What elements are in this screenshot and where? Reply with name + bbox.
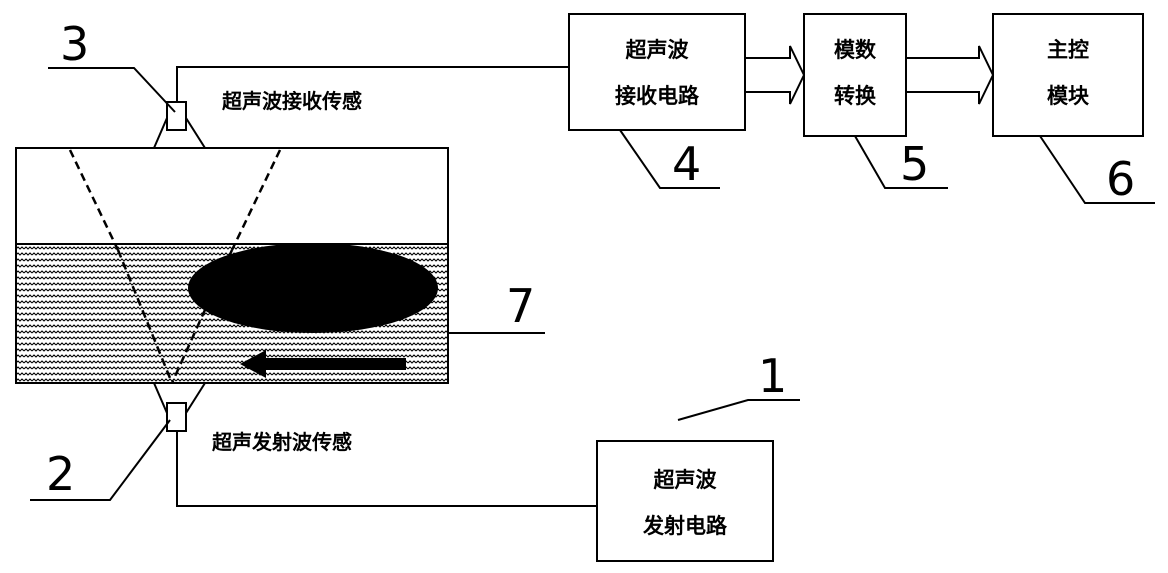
- label-number-4: 4: [672, 137, 701, 191]
- transmit-circuit-line2: 发射电路: [642, 514, 728, 538]
- bubble-ellipse: [188, 243, 438, 333]
- adc-box: [803, 13, 907, 137]
- pipe: [15, 147, 449, 384]
- label-number-3: 3: [60, 17, 89, 71]
- label-number-1: 1: [758, 349, 787, 403]
- receive-circuit-line2: 接收电路: [615, 84, 700, 108]
- main-control-line1: 主控: [1047, 38, 1089, 62]
- label-number-2: 2: [46, 447, 75, 501]
- label-number-6: 6: [1106, 152, 1135, 206]
- leader-lines: [30, 67, 1155, 501]
- arrow-receive-to-adc: [745, 45, 806, 105]
- transmitter-wire: [176, 431, 597, 507]
- transmit-circuit-line1: 超声波: [654, 468, 718, 492]
- transmitter-sensor: [152, 382, 207, 432]
- arrow-adc-to-main: [906, 45, 995, 105]
- pipe-upper-section: [15, 147, 449, 245]
- receive-circuit-box: [568, 13, 746, 131]
- transmit-circuit-box: [596, 440, 774, 562]
- main-control-box: [992, 13, 1144, 137]
- adc-line2: 转换: [834, 84, 877, 108]
- ultrasonic-beams: [68, 149, 282, 384]
- label-number-5: 5: [900, 137, 929, 191]
- receiver-wire: [176, 66, 569, 102]
- transmitter-sensor-label: 超声发射波传感: [211, 430, 352, 454]
- receive-circuit-line1: 超声波: [626, 38, 690, 62]
- flow-direction-arrow: [240, 350, 406, 378]
- main-control-line2: 模块: [1047, 84, 1090, 108]
- adc-line1: 模数: [834, 38, 877, 62]
- label-number-7: 7: [506, 279, 535, 333]
- receiver-sensor: [152, 101, 207, 149]
- receiver-sensor-label: 超声波接收传感: [221, 89, 362, 113]
